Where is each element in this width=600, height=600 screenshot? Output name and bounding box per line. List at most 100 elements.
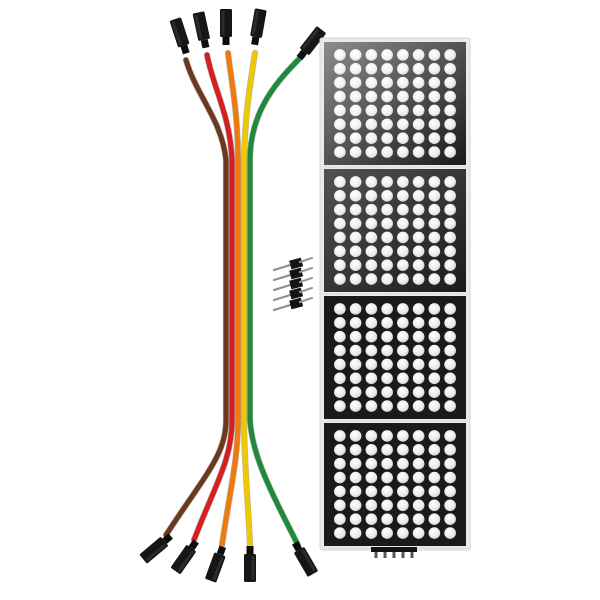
led-dot <box>412 386 425 399</box>
connector-highlight <box>251 556 255 580</box>
led-dot <box>365 443 378 456</box>
led-dot <box>412 471 425 484</box>
led-dot <box>365 386 378 399</box>
led-dot <box>412 513 425 526</box>
led-dot <box>349 344 362 357</box>
header-plastic <box>289 287 304 300</box>
connector-crimp <box>291 541 303 552</box>
led-dot <box>444 485 456 498</box>
header-pin-tail <box>298 266 314 274</box>
led-dot <box>334 372 346 385</box>
led-module-3 <box>322 423 468 549</box>
header-pin-tail <box>298 256 314 264</box>
wire-1 <box>191 52 235 543</box>
led-dot <box>381 499 393 512</box>
connector-top-3 <box>250 8 267 46</box>
connector-top-2 <box>220 9 232 45</box>
header-plastic <box>289 277 304 290</box>
connector-highlight <box>194 14 203 39</box>
led-dot <box>349 316 362 329</box>
connector-crimp <box>180 44 190 55</box>
led-dot <box>349 499 362 512</box>
led-dot <box>412 527 425 539</box>
led-dot <box>381 400 393 412</box>
board-header-plastic <box>371 547 417 552</box>
connector-highlight <box>301 549 316 572</box>
led-module-1 <box>322 169 468 295</box>
led-dot <box>334 430 346 442</box>
led-dot <box>397 457 409 470</box>
led-dot <box>334 443 346 456</box>
led-dot <box>334 344 346 357</box>
led-dot <box>365 513 378 526</box>
led-dot <box>365 400 378 412</box>
led-dot <box>381 443 393 456</box>
led-dot <box>349 303 362 315</box>
led-dot <box>381 513 393 526</box>
led-dot <box>334 303 346 315</box>
led-dot <box>444 372 456 385</box>
led-dot <box>381 485 393 498</box>
led-dot <box>365 344 378 357</box>
led-dot <box>444 499 456 512</box>
connector-bottom-0 <box>139 533 173 564</box>
led-dot <box>334 358 346 371</box>
connector-highlight <box>251 10 259 35</box>
connector-top-4 <box>296 26 326 61</box>
led-dot <box>428 358 441 371</box>
led-dot <box>444 386 456 399</box>
connector-crimp <box>200 39 210 49</box>
connector-crimp <box>162 533 173 544</box>
led-dot <box>444 457 456 470</box>
led-dot <box>428 443 441 456</box>
led-dot <box>444 344 456 357</box>
led-matrix-display <box>319 37 471 558</box>
connector-crimp <box>222 37 230 45</box>
led-dot <box>428 386 441 399</box>
led-dot <box>334 457 346 470</box>
led-dot <box>381 316 393 329</box>
led-dot <box>349 400 362 412</box>
led-dot <box>381 471 393 484</box>
board-header-pin <box>410 550 414 558</box>
led-dot <box>428 513 441 526</box>
led-dot <box>381 457 393 470</box>
led-dot <box>397 471 409 484</box>
led-dot <box>397 443 409 456</box>
led-dot <box>428 372 441 385</box>
led-dot <box>444 358 456 371</box>
loose-header-pins <box>272 256 314 312</box>
led-dot <box>428 400 441 412</box>
led-dot <box>397 400 409 412</box>
led-dot <box>412 372 425 385</box>
connector-crimp <box>216 545 227 556</box>
connector-bottom-2 <box>205 545 227 583</box>
led-dot <box>412 457 425 470</box>
led-dot <box>444 513 456 526</box>
led-dot <box>397 430 409 442</box>
led-dot <box>365 330 378 343</box>
led-dot <box>428 485 441 498</box>
female-connectors-top <box>169 8 326 61</box>
connector-crimp <box>296 49 308 61</box>
header-plastic <box>289 297 304 310</box>
led-dot <box>365 499 378 512</box>
led-dot <box>397 358 409 371</box>
connector-housing <box>294 547 318 577</box>
connector-highlight <box>177 550 194 572</box>
led-dot <box>444 471 456 484</box>
connector-highlight <box>145 543 166 562</box>
led-dot <box>444 330 456 343</box>
led-dot <box>365 303 378 315</box>
led-module-2 <box>322 296 468 422</box>
module-bezel <box>324 423 466 546</box>
board-header-pin <box>392 550 396 558</box>
led-dot <box>412 344 425 357</box>
header-plastic <box>289 267 304 280</box>
led-dot <box>397 499 409 512</box>
led-dot <box>365 372 378 385</box>
header-pin-tail <box>298 296 314 304</box>
led-dot <box>334 316 346 329</box>
module-gloss <box>324 42 466 165</box>
